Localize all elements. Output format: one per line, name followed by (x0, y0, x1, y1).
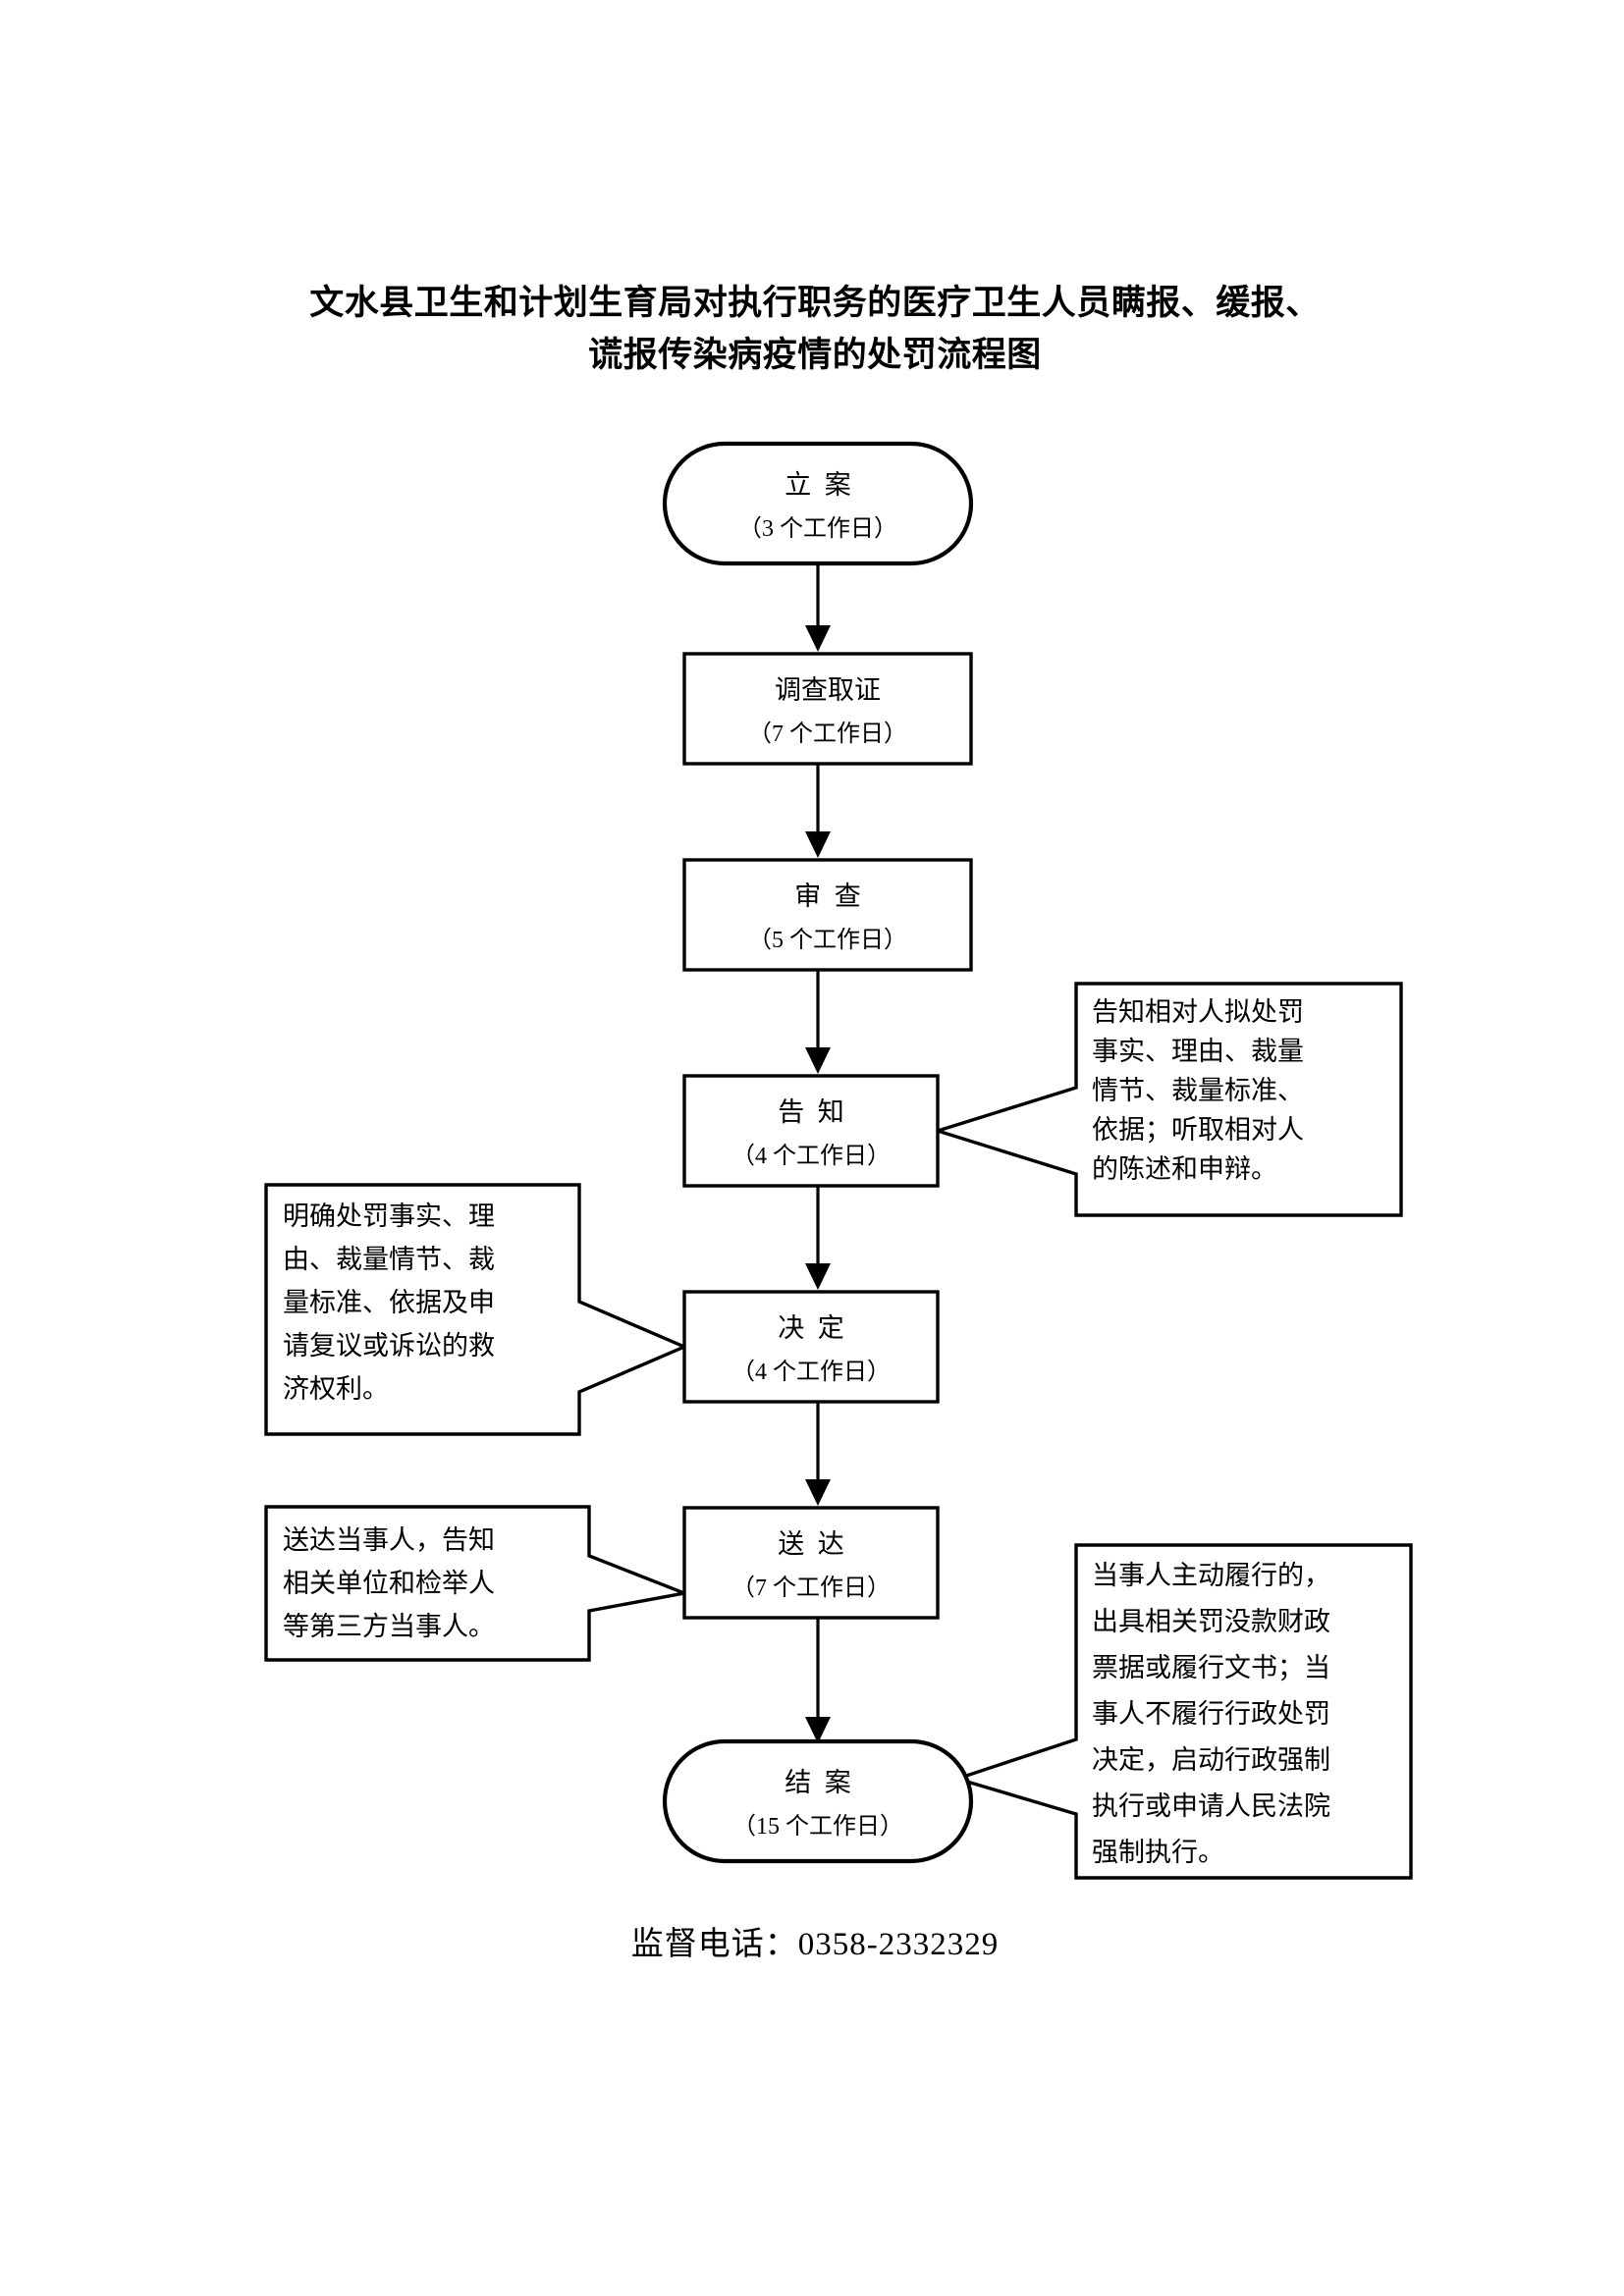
node-diaocha-quzheng-shape (682, 652, 973, 766)
node-shencha[interactable]: 审 查 （5 个工作日） (682, 858, 973, 972)
node-jiean-shape (662, 1738, 974, 1864)
callout-jiean-line-5: 执行或申请人民法院 (1092, 1791, 1330, 1821)
callout-gaozhi-line-3: 依据；听取相对人 (1092, 1115, 1304, 1145)
callout-jueding-line-1: 由、裁量情节、裁 (283, 1245, 495, 1274)
node-diaocha-quzheng[interactable]: 调查取证 （7 个工作日） (682, 652, 973, 766)
node-gaozhi-duration: （4 个工作日） (731, 1143, 891, 1169)
callout-jiean-line-6: 强制执行。 (1092, 1838, 1224, 1867)
node-jueding-duration: （4 个工作日） (731, 1359, 891, 1385)
callout-gaozhi-line-0: 告知相对人拟处罚 (1092, 997, 1304, 1027)
supervision-phone: 监督电话：0358-2332329 (630, 1927, 1000, 1962)
arrowhead-shencha (805, 831, 831, 858)
callout-songda-line-0: 送达当事人，告知 (283, 1525, 495, 1555)
arrowhead-jueding (805, 1263, 831, 1290)
node-jiean[interactable]: 结 案 （15 个工作日） (662, 1738, 974, 1864)
node-liandang[interactable]: 立 案 （3 个工作日） (662, 441, 974, 566)
connector-group (805, 562, 831, 1743)
arrowhead-diaocha (805, 625, 831, 652)
callout-jueding-line-3: 请复议或诉讼的救 (283, 1331, 495, 1361)
callout-jiean-line-3: 事人不履行行政处罚 (1092, 1699, 1330, 1729)
callout-jueding-line-0: 明确处罚事实、理 (283, 1201, 495, 1231)
callout-songda: 送达当事人，告知 相关单位和检举人 等第三方当事人。 (264, 1505, 691, 1662)
title-line-1: 文水县卫生和计划生育局对执行职务的医疗卫生人员瞒报、缓报、 (309, 284, 1321, 322)
node-gaozhi[interactable]: 告 知 （4 个工作日） (682, 1074, 940, 1188)
callout-jiean: 当事人主动履行的， 出具相关罚没款财政 票据或履行文书；当 事人不履行行政处罚 … (951, 1543, 1413, 1880)
callout-jueding: 明确处罚事实、理 由、裁量情节、裁 量标准、依据及申 请复议或诉讼的救 济权利。 (264, 1183, 689, 1436)
node-jiean-duration: （15 个工作日） (732, 1813, 903, 1840)
callout-jiean-frame (951, 1543, 1413, 1880)
node-shencha-duration: （5 个工作日） (748, 927, 907, 953)
node-jueding-shape (682, 1290, 940, 1404)
callout-jiean-line-0: 当事人主动履行的， (1092, 1561, 1330, 1590)
arrowhead-jiean (805, 1717, 831, 1743)
callout-jiean-line-1: 出具相关罚没款财政 (1092, 1607, 1330, 1636)
node-diaocha-quzheng-duration: （7 个工作日） (748, 721, 907, 747)
node-liandang-label: 立 案 (785, 470, 851, 500)
callout-jiean-line-4: 决定，启动行政强制 (1092, 1745, 1330, 1775)
callout-jueding-frame (264, 1183, 689, 1436)
callout-gaozhi-line-4: 的陈述和申辩。 (1092, 1154, 1277, 1184)
callout-jiean-line-2: 票据或履行文书；当 (1092, 1653, 1330, 1682)
callout-gaozhi-line-1: 事实、理由、裁量 (1092, 1037, 1304, 1066)
callout-gaozhi-line-2: 情节、裁量标准、 (1092, 1076, 1304, 1105)
node-songda-label: 送 达 (778, 1529, 844, 1559)
arrowhead-songda (805, 1479, 831, 1506)
node-songda[interactable]: 送 达 （7 个工作日） (682, 1506, 940, 1620)
node-songda-duration: （7 个工作日） (731, 1575, 891, 1601)
arrowhead-gaozhi (805, 1047, 831, 1074)
node-jueding-label: 决 定 (778, 1313, 844, 1343)
callout-gaozhi-frame (932, 982, 1403, 1217)
title-line-2: 谎报传染病疫情的处罚流程图 (588, 336, 1042, 374)
callout-songda-line-2: 等第三方当事人。 (283, 1612, 495, 1641)
node-gaozhi-label: 告 知 (778, 1097, 844, 1127)
node-jueding[interactable]: 决 定 （4 个工作日） (682, 1290, 940, 1404)
node-shencha-shape (682, 858, 973, 972)
page-title: 文水县卫生和计划生育局对执行职务的医疗卫生人员瞒报、缓报、 谎报传染病疫情的处罚… (167, 277, 1463, 381)
node-jiean-label: 结 案 (785, 1768, 851, 1797)
callout-songda-frame (264, 1505, 691, 1662)
callout-jueding-line-4: 济权利。 (283, 1374, 389, 1404)
node-liandang-duration: （3 个工作日） (738, 515, 897, 542)
node-diaocha-quzheng-label: 调查取证 (775, 675, 881, 705)
node-shencha-label: 审 查 (794, 881, 861, 911)
node-gaozhi-shape (682, 1074, 940, 1188)
node-songda-shape (682, 1506, 940, 1620)
callout-songda-line-1: 相关单位和检举人 (283, 1569, 495, 1598)
node-liandang-shape (662, 441, 974, 566)
callout-gaozhi: 告知相对人拟处罚 事实、理由、裁量 情节、裁量标准、 依据；听取相对人 的陈述和… (932, 982, 1403, 1217)
callout-jueding-line-2: 量标准、依据及申 (283, 1288, 495, 1317)
